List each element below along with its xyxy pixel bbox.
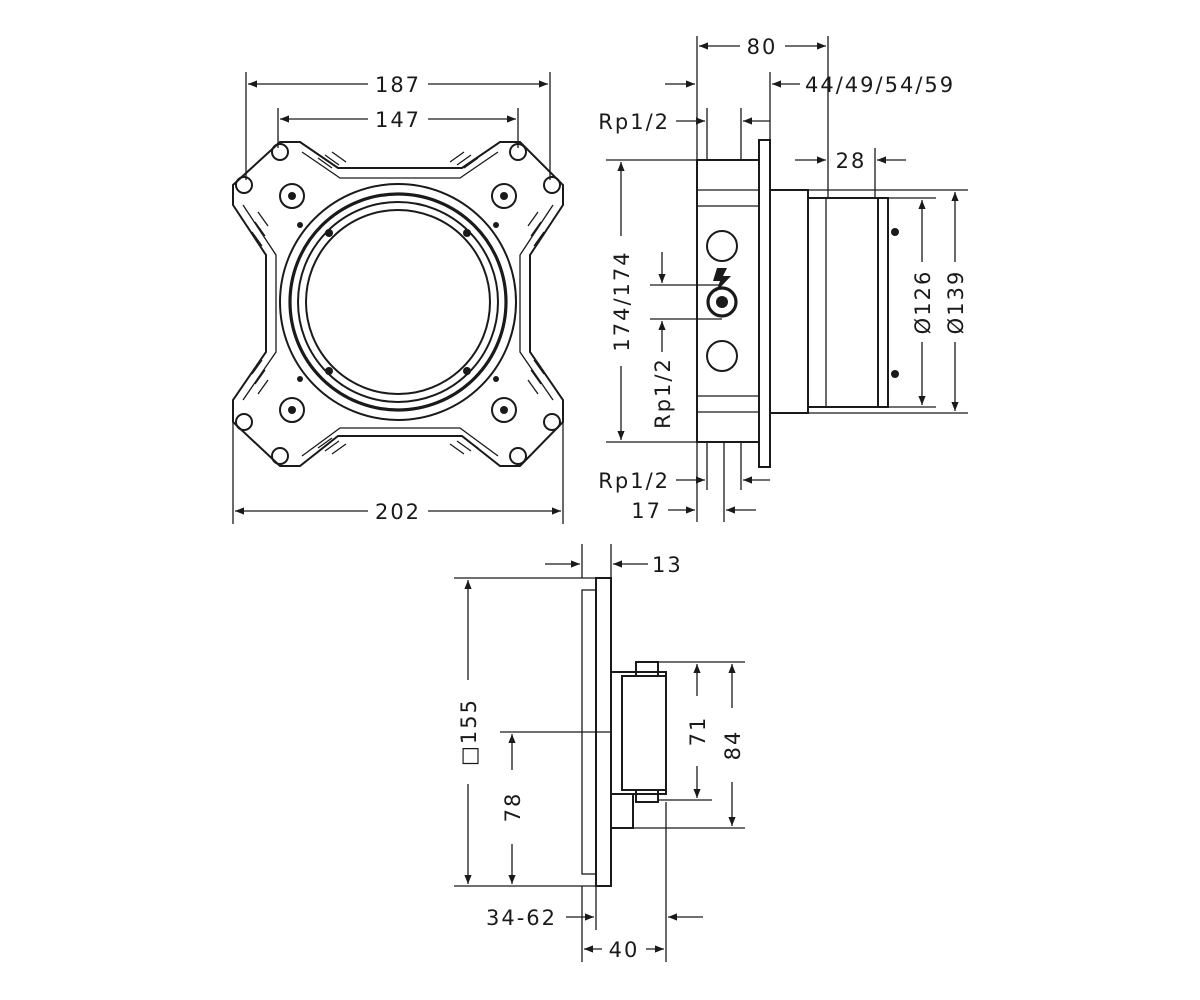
- dim-187: 187: [375, 73, 421, 97]
- side-view: 80 44/49/54/59 Rp1/2 28 174/174 Rp1/2: [598, 35, 968, 523]
- flash-icon: [713, 268, 731, 292]
- mounting-plate-outline: [232, 141, 564, 467]
- dim-28: 28: [836, 149, 867, 173]
- dim-71: 71: [686, 716, 710, 747]
- control-unit: [610, 671, 667, 795]
- dim-13: 13: [652, 553, 683, 577]
- dim-44-59: 44/49/54/59: [805, 73, 955, 97]
- dim-rp-mid: Rp1/2: [651, 357, 675, 429]
- dim-155: □155: [457, 698, 481, 766]
- outer-ring: [279, 183, 517, 421]
- wall-flange: [758, 139, 771, 468]
- dim-80: 80: [747, 35, 778, 59]
- corner-fixings: [235, 143, 561, 465]
- dim-147: 147: [375, 108, 421, 132]
- dim-34-62: 34-62: [486, 906, 557, 930]
- port-bottom: [706, 340, 738, 372]
- bottom-view: 13 □155 78 71 84 34-62 40: [454, 544, 745, 962]
- center-port-icon: [706, 286, 738, 318]
- top-view: 187 147 202: [232, 72, 564, 524]
- dim-d126: Ø126: [911, 270, 935, 335]
- dim-17: 17: [631, 499, 662, 523]
- dim-40: 40: [609, 938, 640, 962]
- dim-rp-bottom: Rp1/2: [598, 469, 670, 493]
- valve-body: [696, 159, 760, 443]
- dim-rp-top: Rp1/2: [598, 110, 670, 134]
- port-top: [706, 230, 738, 262]
- sleeve: [769, 189, 809, 414]
- dim-d139: Ø139: [944, 270, 968, 335]
- cover-cylinder: [807, 197, 879, 408]
- inner-opening: [305, 209, 491, 395]
- dim-202: 202: [375, 500, 421, 524]
- adjustment-slots: [251, 151, 545, 455]
- dim-174: 174/174: [610, 250, 634, 351]
- dim-84: 84: [721, 730, 745, 761]
- dim-78: 78: [501, 792, 525, 823]
